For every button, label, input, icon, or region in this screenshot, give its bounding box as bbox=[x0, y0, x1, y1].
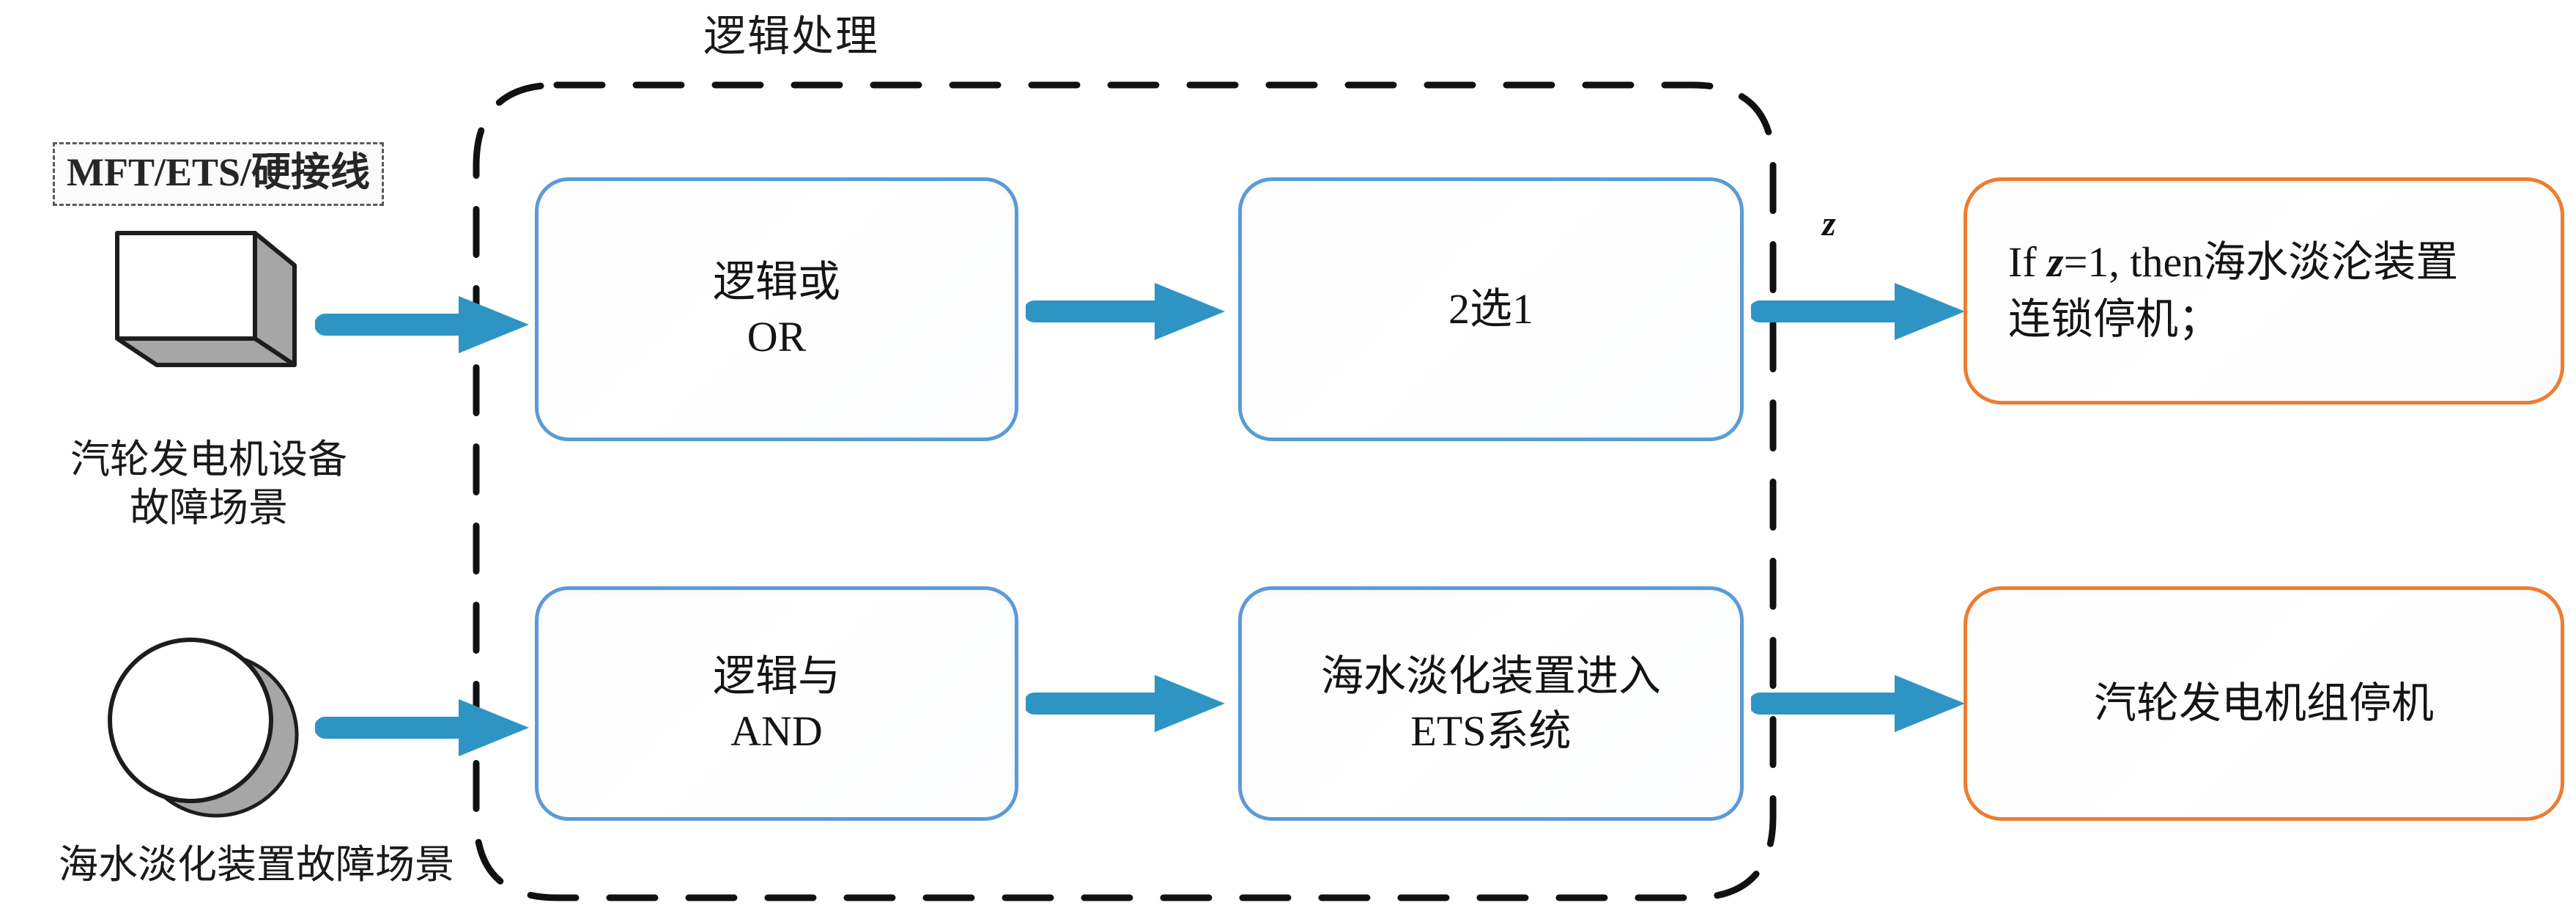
desalination-sphere-icon bbox=[103, 638, 322, 821]
process-box-logic-and-text: 逻辑与 AND bbox=[713, 649, 840, 759]
result-box-turbine-trip[interactable]: 汽轮发电机组停机 bbox=[1964, 586, 2564, 821]
process-box-two-select-one[interactable]: 2选1 bbox=[1238, 177, 1744, 441]
logic-section-title: 逻辑处理 bbox=[703, 12, 879, 60]
result-box-desalination-trip-text: If z=1, then海水淡沦装置 连锁停机； bbox=[2008, 234, 2458, 347]
arrow-select-to-result-top bbox=[1751, 278, 1971, 344]
variable-z-label: z bbox=[1822, 204, 1836, 243]
result-box-desalination-trip[interactable]: If z=1, then海水淡沦装置 连锁停机； bbox=[1964, 177, 2564, 405]
process-box-ets-entry-line2: ETS系统 bbox=[1410, 707, 1572, 755]
process-box-logic-or[interactable]: 逻辑或 OR bbox=[535, 177, 1018, 441]
arrow-or-to-select bbox=[1026, 278, 1231, 344]
process-box-logic-and-line1: 逻辑与 bbox=[712, 652, 840, 700]
process-box-two-select-one-line1: 2选1 bbox=[1448, 285, 1533, 333]
desalination-caption: 海水淡化装置故障场景 bbox=[0, 841, 513, 889]
process-box-logic-and[interactable]: 逻辑与 AND bbox=[535, 586, 1018, 821]
desalination-caption-line1: 海水淡化装置故障场景 bbox=[59, 843, 454, 887]
arrow-cube-to-or bbox=[315, 292, 535, 358]
turbine-generator-caption: 汽轮发电机设备 故障场景 bbox=[29, 436, 388, 533]
turbine-generator-caption-line1: 汽轮发电机设备 bbox=[70, 438, 347, 481]
result-box-desalination-trip-line2: 连锁停机； bbox=[2008, 295, 2221, 343]
process-box-ets-entry-line1: 海水淡化装置进入 bbox=[1320, 652, 1661, 700]
process-box-ets-entry[interactable]: 海水淡化装置进入 ETS系统 bbox=[1238, 586, 1744, 821]
result-box-desalination-trip-line1: If z=1, then海水淡沦装置 bbox=[2008, 238, 2459, 287]
process-box-logic-or-text: 逻辑或 OR bbox=[713, 254, 840, 365]
result-box-turbine-trip-text: 汽轮发电机组停机 bbox=[2093, 679, 2434, 728]
arrow-sphere-to-and bbox=[315, 695, 535, 761]
turbine-generator-caption-line2: 故障场景 bbox=[130, 485, 288, 530]
arrow-ets-to-result-bottom bbox=[1751, 671, 1971, 737]
process-box-logic-and-line2: AND bbox=[730, 707, 823, 755]
process-box-logic-or-line2: OR bbox=[747, 313, 807, 361]
arrow-and-to-ets bbox=[1026, 671, 1231, 737]
process-box-ets-entry-text: 海水淡化装置进入 ETS系统 bbox=[1321, 649, 1661, 759]
turbine-generator-cube-icon bbox=[110, 227, 304, 385]
process-box-two-select-one-text: 2选1 bbox=[1448, 281, 1533, 336]
process-box-logic-or-line1: 逻辑或 bbox=[712, 257, 840, 306]
signal-source-tag: MFT/ETS/硬接线 bbox=[53, 142, 385, 206]
